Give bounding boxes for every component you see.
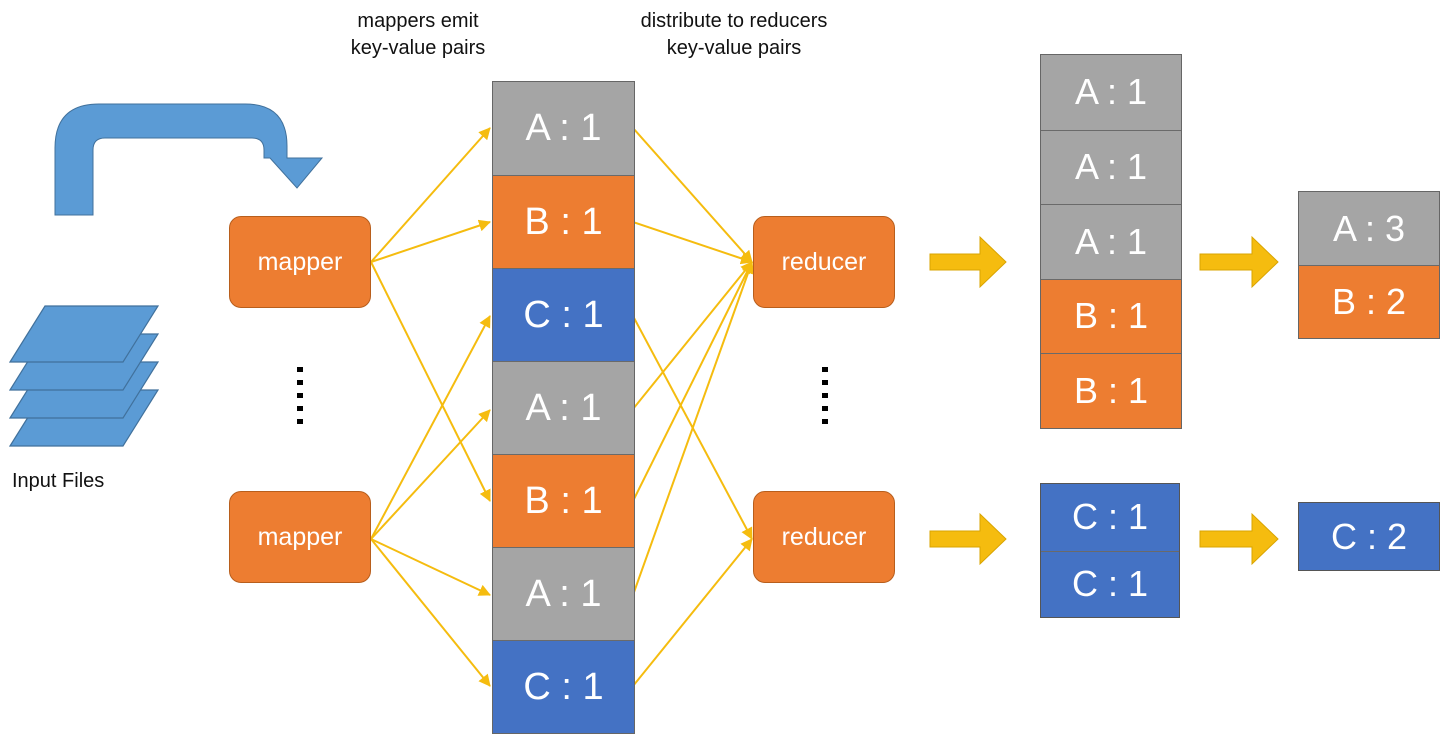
mappers-emit-header: mappers emit key-value pairs xyxy=(318,8,518,62)
route-line xyxy=(370,538,491,596)
route-line xyxy=(370,219,491,263)
block-arrow-right-icon xyxy=(1199,512,1279,566)
route-line xyxy=(370,409,491,540)
kv-pair-cell: A : 1 xyxy=(1041,204,1181,279)
curved-arrow-icon xyxy=(54,103,324,216)
kv-pair-cell: C : 1 xyxy=(493,640,634,733)
input-files-label: Input Files xyxy=(12,470,105,492)
flow-arrows xyxy=(929,235,1279,566)
route-line xyxy=(632,221,753,265)
kv-pair-cell: A : 1 xyxy=(493,82,634,175)
input-files-icon xyxy=(8,305,160,447)
kv-pair-cell: A : 1 xyxy=(1041,129,1181,204)
block-arrow-right-icon xyxy=(929,235,1007,289)
header-line: mappers emit xyxy=(357,10,479,32)
header-line: key-value pairs xyxy=(666,37,802,59)
kv-pair-cell: B : 1 xyxy=(1041,278,1181,353)
header-line: distribute to reducers xyxy=(640,10,828,32)
mapper-node: mapper xyxy=(229,491,371,583)
route-line xyxy=(370,127,491,263)
reducer-node: reducer xyxy=(753,216,895,308)
vertical-ellipsis-icon xyxy=(822,367,828,424)
routing-lines xyxy=(370,127,754,687)
route-line xyxy=(370,261,491,502)
vertical-ellipsis-icon xyxy=(297,367,303,424)
kv-pair-cell: C : 1 xyxy=(1041,550,1179,617)
distribute-header: distribute to reducers key-value pairs xyxy=(604,8,864,62)
route-line xyxy=(632,261,753,410)
mapper-node: mapper xyxy=(229,216,371,308)
reducer2-output-stack: C : 2 xyxy=(1298,502,1440,571)
kv-pair-cell: A : 3 xyxy=(1299,192,1439,265)
kv-pair-cell: B : 1 xyxy=(493,454,634,547)
header-line: key-value pairs xyxy=(350,37,486,59)
reducer-node: reducer xyxy=(753,491,895,583)
kv-pair-cell: A : 1 xyxy=(493,361,634,454)
kv-pair-cell: B : 1 xyxy=(493,175,634,268)
kv-pair-cell: B : 2 xyxy=(1299,265,1439,338)
route-line xyxy=(632,127,753,263)
route-line xyxy=(632,538,753,687)
kv-pair-cell: A : 1 xyxy=(1041,55,1181,130)
route-line xyxy=(632,261,753,502)
block-arrow-right-icon xyxy=(929,512,1007,566)
kv-pair-cell: C : 1 xyxy=(493,268,634,361)
block-arrow-right-icon xyxy=(1199,235,1279,289)
kv-pair-cell: C : 1 xyxy=(1041,484,1179,551)
kv-pair-cell: C : 2 xyxy=(1299,503,1439,570)
route-line xyxy=(632,315,753,540)
kv-pair-cell: B : 1 xyxy=(1041,353,1181,428)
route-line xyxy=(370,538,491,687)
kv-pair-cell: A : 1 xyxy=(493,547,634,640)
route-line xyxy=(370,315,491,540)
